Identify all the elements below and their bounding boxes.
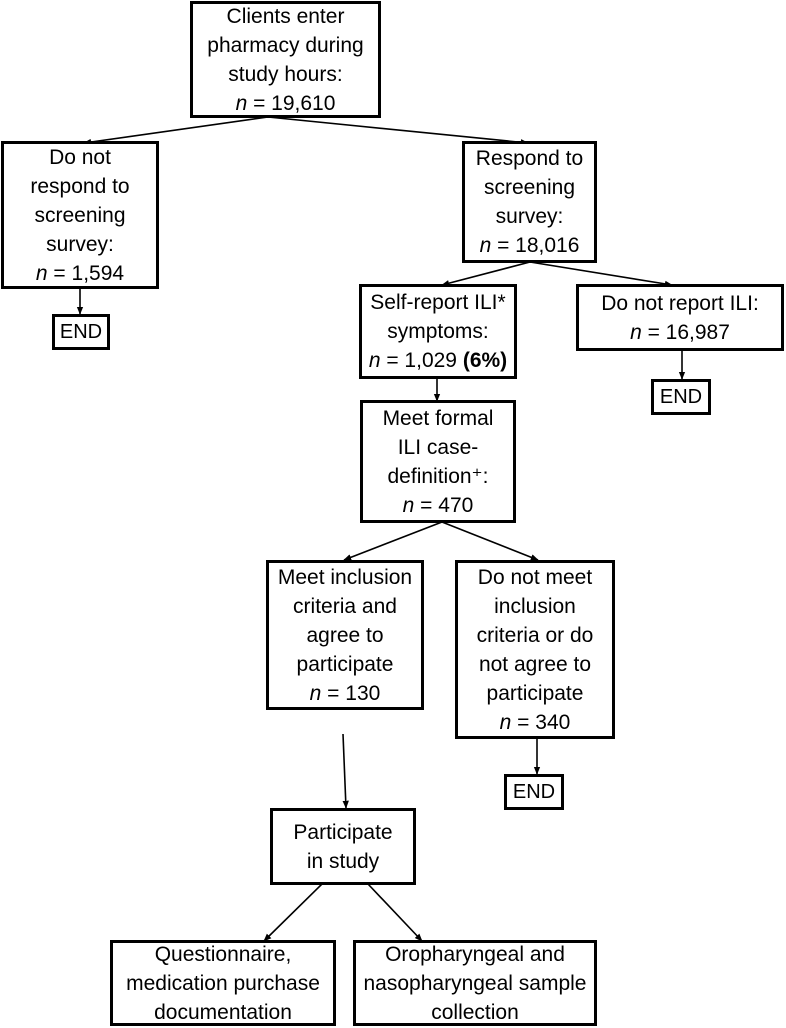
node-text-line: in study [306,849,380,873]
n-label: n [35,261,48,285]
node-text-line: Clients enter [226,4,345,28]
node-count: n = 470 [403,491,474,520]
n-value: = 340 [511,710,571,734]
n-label: n [309,681,322,705]
node-text-line: screening [483,176,576,199]
node-text-line: respond to [30,174,130,198]
node-no-report: Do not report ILI: n = 16,987 [576,284,784,351]
node-text-line: definition⁺: [387,464,489,488]
arrow-participate-to-questionnaire [263,883,323,942]
n-value: = 16,987 [641,320,730,344]
arrow-respond-to-no-report [529,261,673,288]
node-end-3: END [504,774,564,810]
percent-label: (6%) [462,349,508,372]
arrow-participate-to-samples [367,883,423,942]
node-text-line: not agree to [478,652,592,676]
n-value: = 18,016 [491,234,580,257]
n-label: n [368,349,381,372]
node-text-line: agree to [306,623,384,647]
node-respond: Respond to screening survey: n = 18,016 [462,141,597,263]
node-text-line: medication purchase [126,971,320,995]
node-count: n = 1,594 [36,259,124,288]
node-text-line: survey: [495,205,564,228]
end-label: END [659,385,703,408]
node-text-line: pharmacy during [207,33,364,57]
arrow-enter-to-no-respond [83,116,269,146]
node-end-2: END [651,379,711,415]
node-meet-inclusion: Meet inclusion criteria and agree to par… [266,560,424,710]
node-count: n = 18,016 [480,231,580,260]
node-text-line: screening [34,203,126,227]
node-count: n = 16,987 [630,318,730,347]
node-text-line: Questionnaire, [154,942,292,966]
node-text-line: criteria and [293,594,397,618]
node-text-line: nasopharyngeal sample [363,971,587,995]
node-end-1: END [52,314,110,350]
n-value: = 470 [414,493,474,517]
n-value: = 1,029 [380,349,463,372]
node-text-line: ILI case- [397,435,479,459]
end-label: END [512,780,556,803]
node-count: n = 1,029 (6%) [369,346,507,375]
node-text-line: study hours: [228,62,343,86]
node-text-line: Meet inclusion [277,565,413,589]
node-text-line: participate [486,681,584,705]
node-not-meet-inclusion: Do not meet inclusion criteria or do not… [455,560,615,739]
node-sample-collection: Oropharyngeal and nasopharyngeal sample … [353,940,597,1026]
n-value: = 19,610 [247,91,336,115]
arrow-meet-inclusion-to-participate [342,733,349,809]
node-clients-enter: Clients enter pharmacy during study hour… [190,1,381,118]
n-label: n [499,710,512,734]
node-text-line: Oropharyngeal and [385,942,565,966]
node-text-line: Do not report ILI: [601,291,759,315]
node-self-report: Self-report ILI* symptoms: n = 1,029 (6%… [359,284,517,379]
node-text-line: Participate [293,820,393,844]
node-count: n = 340 [500,708,571,737]
node-text-line: survey: [46,232,114,256]
n-label: n [235,91,248,115]
node-participate: Participate in study [270,808,416,885]
node-text-line: collection [431,1000,519,1024]
n-label: n [479,234,492,257]
node-text-line: Self-report ILI* [370,291,506,314]
n-label: n [402,493,415,517]
node-text-line: Meet formal [382,406,494,430]
n-value: = 1,594 [47,261,125,285]
n-value: = 130 [321,681,381,705]
node-questionnaire: Questionnaire, medication purchase docum… [110,940,336,1026]
arrow-respond-to-self-report [441,261,531,287]
node-no-respond: Do not respond to screening survey: n = … [1,141,159,289]
arrow-formal-to-meet-inclusion [343,521,443,561]
node-formal-definition: Meet formal ILI case- definition⁺: n = 4… [360,400,516,523]
node-text-line: participate [296,652,394,676]
node-count: n = 19,610 [236,89,336,118]
node-text-line: Do not meet [477,565,593,589]
node-text-line: Do not [49,145,111,169]
node-text-line: inclusion [494,594,576,618]
arrow-enter-to-respond [267,116,529,146]
end-label: END [59,320,103,343]
n-label: n [630,320,642,344]
node-text-line: Respond to [475,147,584,170]
node-text-line: documentation [154,1000,292,1024]
node-text-line: symptoms: [387,320,489,343]
node-count: n = 130 [310,679,381,708]
node-text-line: criteria or do [476,623,594,647]
arrow-formal-to-not-meet [441,521,539,561]
